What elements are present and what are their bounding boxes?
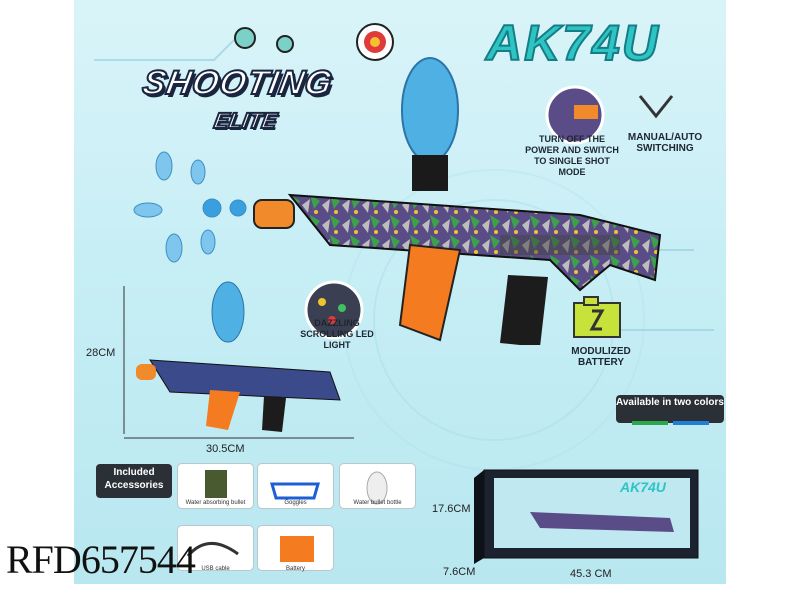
- target-icon: [234, 23, 394, 61]
- accessory-bottle-label: Water bullet bottle: [353, 500, 402, 506]
- watermark-text: RFD657544: [6, 537, 196, 582]
- accessories-heading: Included Accessories: [96, 464, 172, 498]
- colors-note: Available in two colors: [616, 395, 724, 423]
- accessory-goggles-label: Goggles: [284, 500, 307, 506]
- toy-height-label: 28CM: [86, 347, 116, 359]
- toy-length-label: 30.5CM: [206, 443, 245, 455]
- led-callout: DAZZLING SCROLLING LED LIGHT: [300, 318, 374, 350]
- switch-closeup: [545, 85, 605, 145]
- accessory-battery-label: Battery: [285, 566, 305, 572]
- led-closeup: [304, 280, 364, 340]
- splash-graphic: [133, 151, 247, 263]
- accessory-battery: [258, 526, 333, 570]
- package-box-image: AK74U: [474, 469, 699, 564]
- accessory-bullets-label: Water absorbing bullet: [185, 500, 246, 506]
- main-gun-image: [253, 57, 662, 345]
- accessory-bullets: [178, 464, 253, 508]
- accessory-usb-label: USB cable: [201, 566, 230, 572]
- box-length-label: 45.3 CM: [570, 568, 612, 580]
- accessory-goggles: [258, 464, 333, 508]
- box-depth-label: 7.6CM: [443, 566, 476, 578]
- battery-icon: [573, 296, 621, 338]
- accessory-bottle: [340, 464, 415, 508]
- accessory-usb: [178, 526, 253, 570]
- box-height-label: 17.6CM: [432, 503, 471, 515]
- blue-swatch: [673, 421, 709, 425]
- svg-text:AK74U: AK74U: [619, 479, 667, 495]
- dimension-lines: [123, 286, 354, 439]
- green-swatch: [632, 421, 668, 425]
- power-switch-callout: TURN OFF THE POWER AND SWITCH TO SINGLE …: [525, 134, 619, 177]
- mode-switch-callout: MANUAL/AUTO SWITCHING: [627, 132, 703, 154]
- battery-callout: MODULIZED BATTERY: [571, 346, 631, 368]
- small-gun-image: [136, 281, 341, 432]
- model-name: AK74U: [485, 14, 660, 72]
- switch-icon: [638, 95, 674, 119]
